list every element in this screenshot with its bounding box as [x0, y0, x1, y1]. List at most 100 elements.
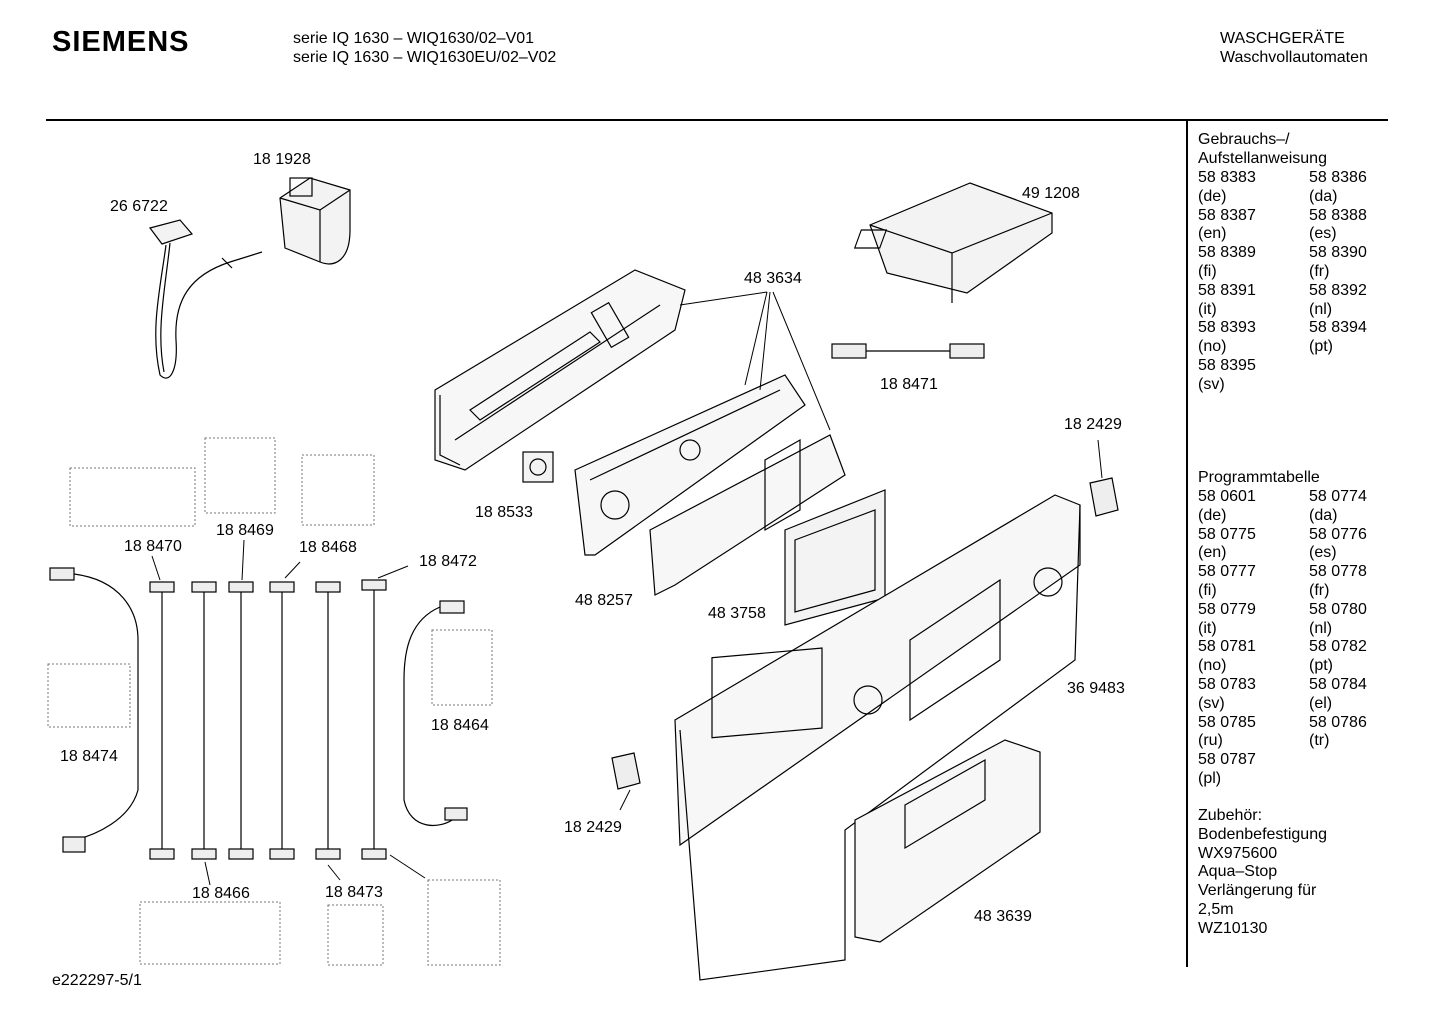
manual-cell: (es)	[1309, 225, 1337, 243]
fascia-panel-part	[674, 494, 1081, 981]
sidebar-divider	[1186, 121, 1188, 967]
program-cell: (fr)	[1309, 581, 1330, 599]
detail-insets	[47, 437, 501, 966]
accessories-line: Zubehör:	[1198, 807, 1263, 824]
manual-cell: (da)	[1309, 187, 1338, 205]
part-label: 48 3634	[744, 270, 802, 287]
manual-title-line: Aufstellanweisung	[1198, 149, 1327, 167]
part-label: 18 8466	[192, 885, 250, 902]
part-label: 48 3758	[708, 605, 766, 622]
part-label: 18 8472	[419, 553, 477, 570]
manual-cell	[1309, 376, 1399, 395]
accessories-line: WX975600	[1198, 844, 1278, 862]
control-housing-part	[434, 269, 686, 471]
accessories-line: Bodenbefestigung	[1198, 825, 1327, 843]
manual-cell: (pt)	[1309, 338, 1333, 356]
part-labels: 18 1928 26 6722 49 1208 48 3634 18 8471 …	[60, 151, 1125, 925]
program-cell: (no)	[1198, 657, 1227, 675]
manual-cell: (nl)	[1309, 300, 1333, 318]
manual-cell: (sv)	[1198, 375, 1225, 393]
brand-logo: SIEMENS	[52, 26, 190, 58]
program-cell: (el)	[1309, 694, 1333, 712]
program-cell: 58 0781	[1198, 638, 1256, 656]
manual-cell: 58 8389	[1198, 244, 1256, 262]
accessories-line: Aqua–Stop	[1198, 863, 1278, 881]
series-line-1: serie IQ 1630 – WIQ1630/02–V01	[293, 30, 535, 47]
part-label: 48 8257	[575, 592, 633, 609]
program-table-title-text: Programmtabelle	[1198, 469, 1320, 486]
drawer-handle-part	[854, 739, 1041, 943]
accessories-block: Zubehör: Bodenbefestigung WX975600 Aqua–…	[1198, 807, 1327, 939]
manual-cell: (de)	[1198, 187, 1227, 205]
program-cell	[1309, 751, 1399, 770]
part-label: 18 8471	[880, 376, 938, 393]
program-cell: 58 0775	[1198, 525, 1256, 543]
part-label: 18 8470	[124, 538, 182, 555]
manual-cell: 58 8383	[1198, 169, 1256, 186]
program-cell: (ru)	[1198, 732, 1223, 750]
manual-cell: (fi)	[1198, 262, 1217, 280]
program-cell: 58 0787	[1198, 751, 1256, 769]
power-cord-part	[148, 219, 263, 379]
manual-cell: 58 8386	[1309, 169, 1367, 186]
program-cell: (de)	[1198, 506, 1227, 524]
wire-harness-group	[49, 567, 468, 860]
part-label: 18 2429	[564, 819, 622, 836]
program-cell: (fi)	[1198, 581, 1217, 599]
button-carrier-part	[649, 434, 846, 596]
program-cell: (pl)	[1198, 769, 1222, 787]
program-cell: (tr)	[1309, 732, 1330, 750]
accessories-line: Verlängerung für	[1198, 882, 1317, 900]
top-cover-part	[853, 182, 1053, 303]
program-cell: 58 0784	[1309, 675, 1367, 693]
manual-title: Gebrauchs–/ Aufstellanweisung	[1198, 131, 1327, 169]
program-cell: 58 0778	[1309, 563, 1367, 581]
manual-cell: (no)	[1198, 338, 1227, 356]
program-cell: (pt)	[1309, 657, 1333, 675]
series-line-2: serie IQ 1630 – WIQ1630EU/02–V02	[293, 49, 557, 66]
selector-knob-part	[522, 451, 554, 483]
program-cell: 58 0779	[1198, 600, 1256, 618]
part-label: 49 1208	[1022, 185, 1080, 202]
part-label: 18 2429	[1064, 416, 1122, 433]
cable-part	[831, 343, 985, 359]
manual-cell: 58 8392	[1309, 281, 1367, 299]
program-cell: (nl)	[1309, 619, 1333, 637]
part-label: 48 3639	[974, 908, 1032, 925]
manual-cell: (fr)	[1309, 262, 1330, 280]
part-label: 18 8468	[299, 539, 357, 556]
part-label: 18 8473	[325, 884, 383, 901]
program-cell: (en)	[1198, 544, 1227, 562]
program-cell	[1309, 770, 1399, 789]
part-label: 18 1928	[253, 151, 311, 168]
program-cell: 58 0786	[1309, 713, 1367, 731]
program-cell: 58 0782	[1309, 638, 1367, 656]
program-cell: (sv)	[1198, 694, 1225, 712]
manual-title-line: Gebrauchs–/	[1198, 131, 1290, 148]
program-table-title: Programmtabelle	[1198, 469, 1320, 488]
manual-cell: 58 8393	[1198, 319, 1256, 337]
program-cell: 58 0777	[1198, 563, 1256, 581]
program-cell: (da)	[1309, 506, 1338, 524]
manual-cell: 58 8394	[1309, 319, 1367, 337]
accessories-line: WZ10130	[1198, 919, 1268, 937]
part-label: 18 8469	[216, 522, 274, 539]
accessories-line: 2,5m	[1198, 900, 1234, 918]
category-line-1: WASCHGERÄTE	[1220, 30, 1345, 47]
program-cell: 58 0780	[1309, 600, 1367, 618]
part-label: 26 6722	[110, 198, 168, 215]
bracket-part-upper	[1089, 477, 1119, 517]
drawing-id: e222297-5/1	[52, 972, 142, 989]
bracket-part-lower	[611, 752, 641, 790]
leader-lines	[151, 291, 1103, 886]
manual-cell	[1309, 357, 1399, 376]
interference-filter-part	[279, 177, 351, 265]
part-label: 18 8474	[60, 748, 118, 765]
category-line-2: Waschvollautomaten	[1220, 49, 1368, 66]
program-cell: (es)	[1309, 544, 1337, 562]
part-label: 18 8464	[431, 717, 489, 734]
manual-cell: 58 8395	[1198, 356, 1256, 374]
